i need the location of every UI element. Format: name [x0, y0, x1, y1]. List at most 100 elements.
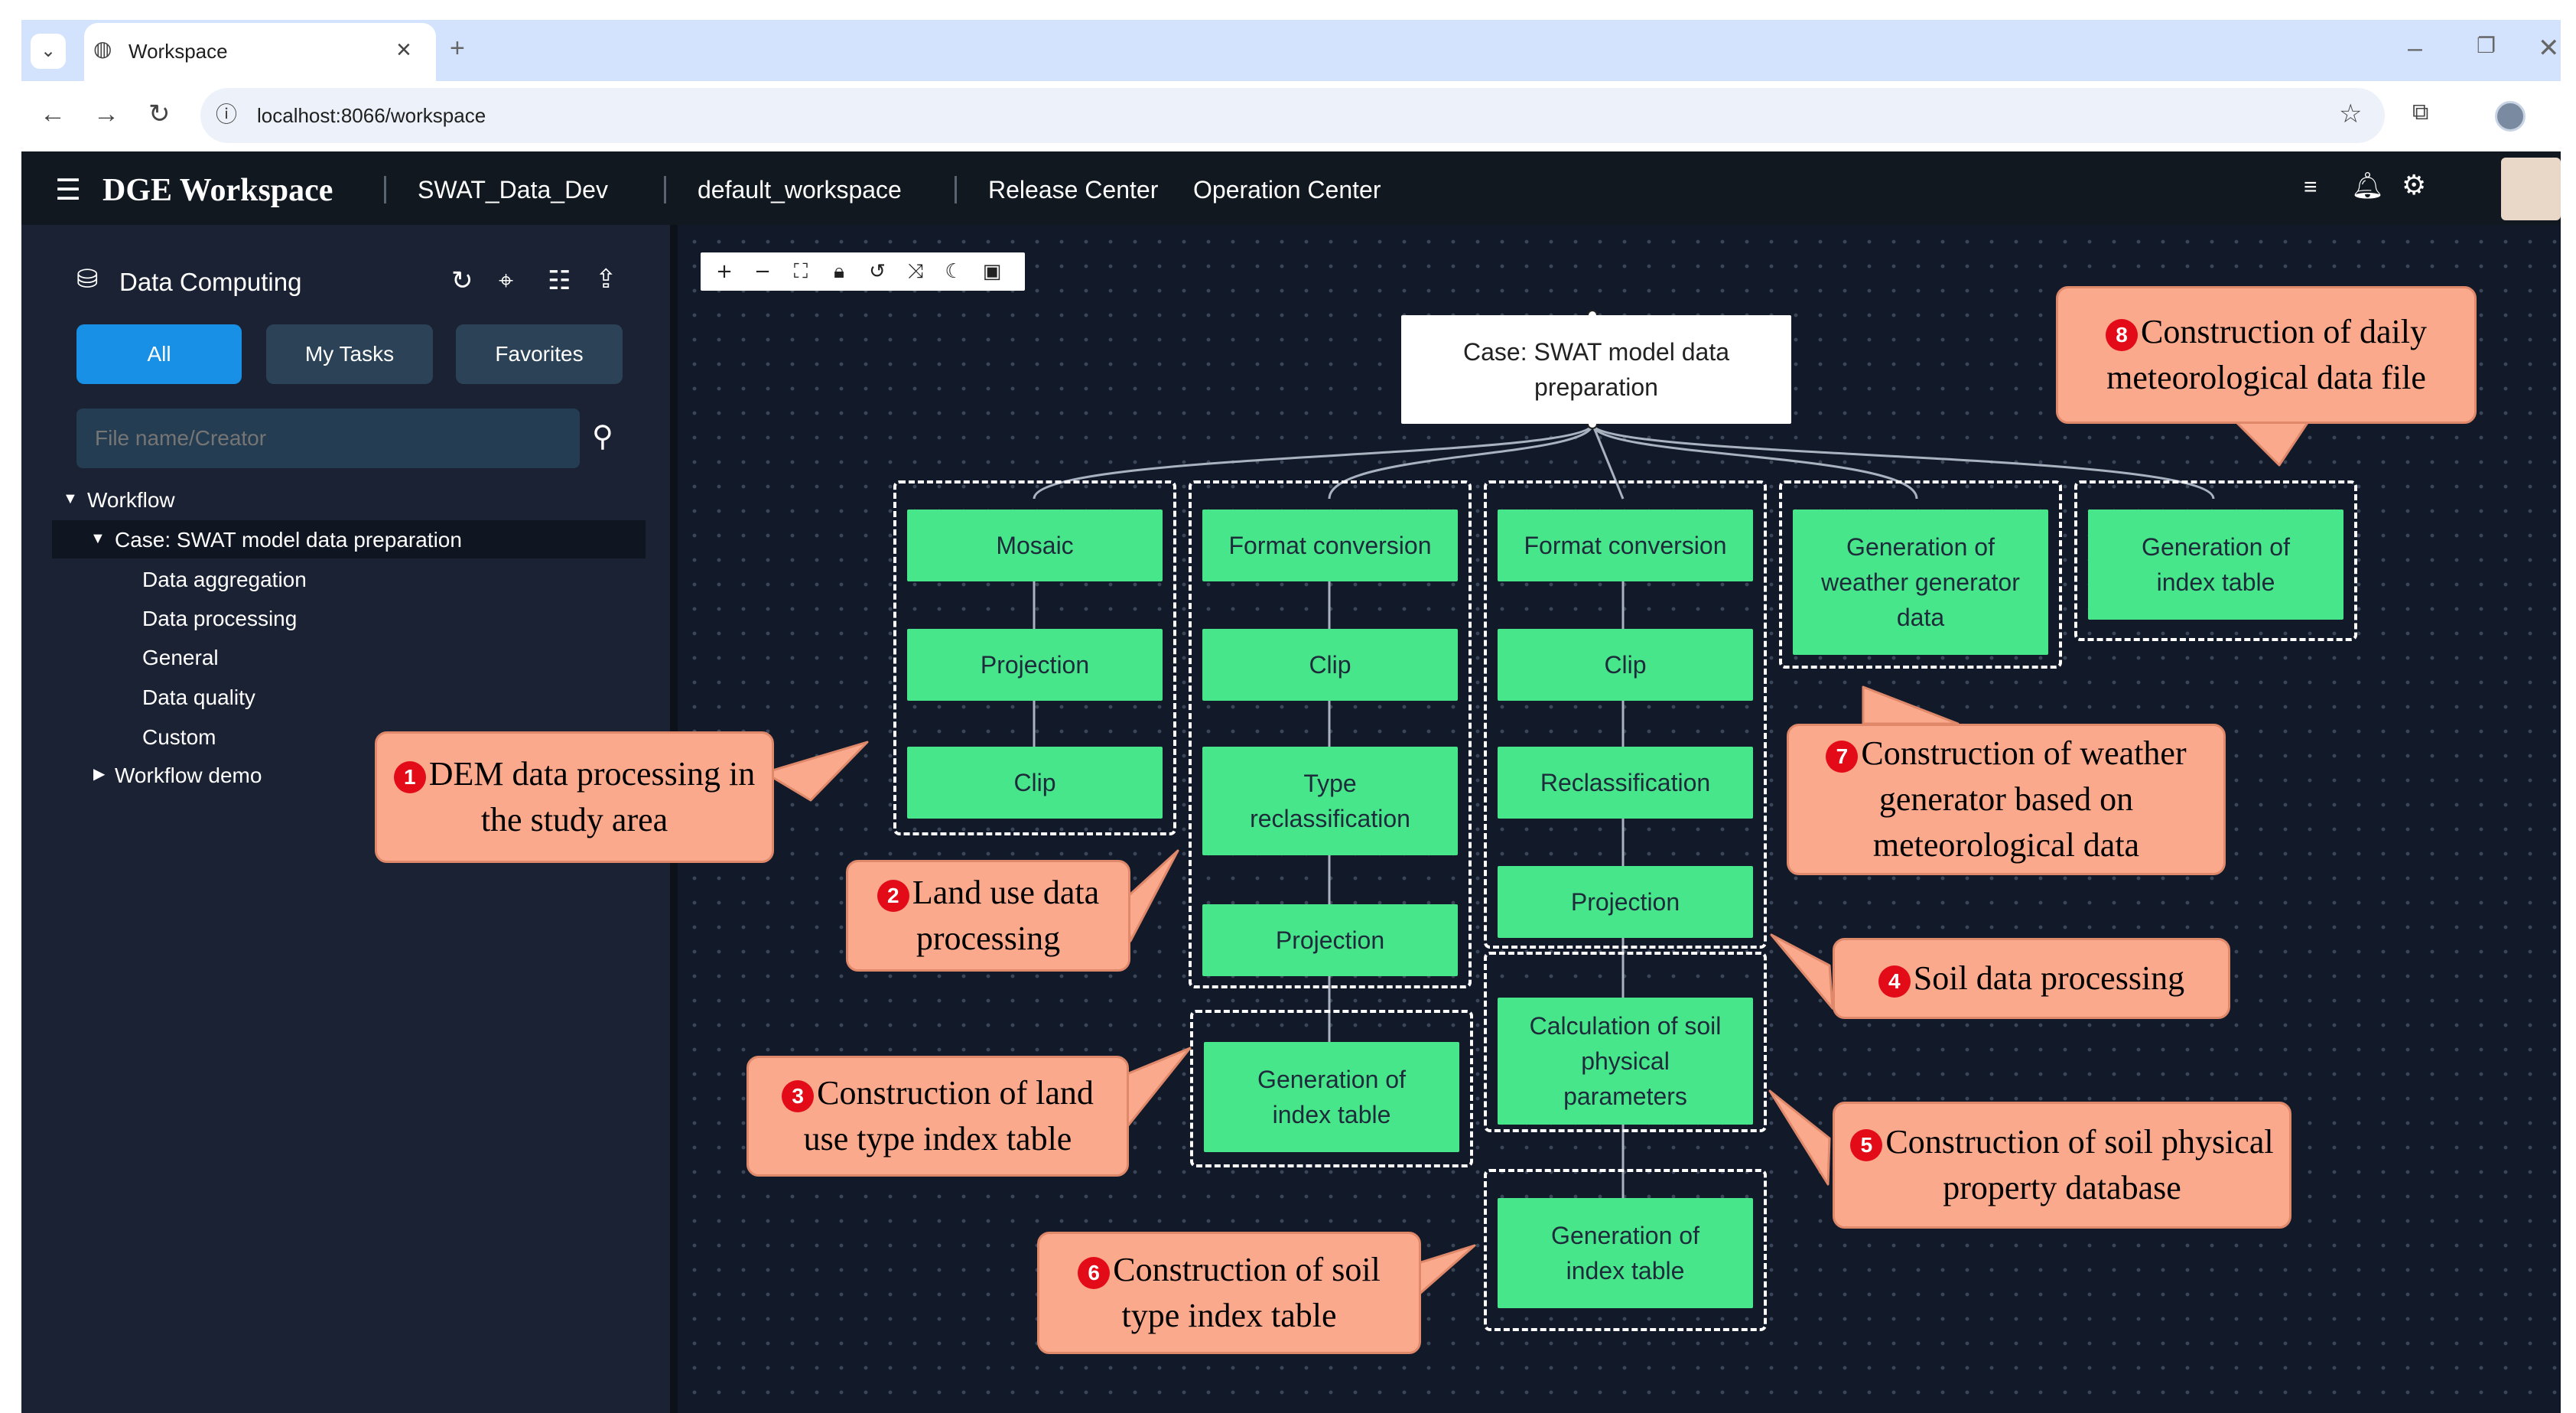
caret-down-icon[interactable]: ▼ — [90, 530, 106, 547]
search-icon[interactable]: ⚲ — [592, 421, 613, 453]
workflow-node[interactable]: Mosaic — [907, 510, 1163, 581]
fit-view-icon[interactable]: ⛶ — [793, 259, 808, 283]
zoom-in-icon[interactable]: + — [716, 260, 733, 283]
nav-release-center[interactable]: Release Center — [988, 176, 1159, 203]
search-input[interactable] — [76, 409, 580, 468]
workflow-node[interactable]: Generation of index table — [1204, 1042, 1459, 1152]
bookmark-star-icon[interactable]: ☆ — [2339, 99, 2363, 129]
callout-text: Construction of soil physical property d… — [1885, 1123, 2274, 1206]
group-soil-index — [1484, 1169, 1767, 1331]
gear-icon[interactable]: ⚙ — [2402, 169, 2427, 200]
tree-item-custom[interactable]: Custom — [142, 725, 216, 749]
zoom-out-icon[interactable]: − — [754, 260, 771, 283]
globe-icon: ◍ — [93, 37, 112, 60]
tree-item-general[interactable]: General — [142, 646, 219, 669]
reload-icon[interactable]: ↻ — [148, 99, 171, 129]
workspace-selector[interactable]: default_workspace — [698, 176, 902, 203]
new-tab-button[interactable]: + — [450, 34, 465, 63]
filter-favorites-button[interactable]: Favorites — [456, 324, 623, 384]
locate-icon[interactable]: ⌖ — [499, 266, 514, 295]
group-soil — [1484, 480, 1767, 949]
address-bar[interactable] — [200, 88, 2385, 143]
callout-text: Construction of daily meteorological dat… — [2106, 313, 2427, 396]
workflow-node[interactable]: Clip — [1202, 629, 1458, 701]
forward-icon[interactable]: → — [93, 99, 119, 129]
minimap-icon[interactable]: ▣ — [982, 260, 1002, 283]
database-icon: ⛁ — [76, 265, 99, 294]
hamburger-menu-icon[interactable]: ☰ — [55, 174, 82, 207]
workflow-node[interactable]: Projection — [1202, 904, 1458, 976]
tree-item-workflow[interactable]: Workflow — [87, 488, 175, 512]
tab-search-chevron-icon[interactable]: ⌄ — [31, 34, 66, 69]
callout-text: Soil data processing — [1913, 959, 2185, 997]
url-text[interactable]: localhost:8066/workspace — [257, 104, 486, 127]
workflow-node[interactable]: Projection — [1498, 866, 1753, 938]
workflow-node[interactable]: Reclassification — [1498, 747, 1753, 819]
group-daily-meteorology — [2074, 480, 2357, 641]
site-info-icon[interactable]: ⓘ — [216, 103, 238, 126]
bell-icon[interactable]: 🔔︎ — [2351, 171, 2385, 200]
callout-text: DEM data processing in the study area — [428, 755, 756, 838]
header-divider — [664, 176, 666, 203]
tree-item-data-quality[interactable]: Data quality — [142, 685, 255, 709]
window-close-icon[interactable]: ✕ — [2538, 34, 2560, 63]
tree-item-selected-bg — [52, 520, 646, 558]
lock-icon[interactable]: 🔒︎ — [834, 259, 844, 283]
filter-all-button[interactable]: All — [76, 324, 242, 384]
callout-badge: 2 — [877, 879, 909, 912]
tree-item-data-processing[interactable]: Data processing — [142, 607, 298, 630]
undo-icon[interactable]: ↺ — [869, 260, 886, 283]
workflow-node[interactable]: Generation of weather generator data — [1793, 510, 2048, 655]
workflow-node[interactable]: Format conversion — [1202, 510, 1458, 581]
shuffle-icon[interactable]: ⤨ — [907, 259, 924, 283]
filter-my-tasks-button[interactable]: My Tasks — [266, 324, 433, 384]
browser-tab[interactable] — [84, 23, 436, 81]
tab-title: Workspace — [128, 40, 228, 63]
tree-item-case[interactable]: Case: SWAT model data preparation — [115, 528, 462, 552]
callout-text: Land use data processing — [912, 874, 1100, 957]
callout-text: Construction of weather generator based … — [1861, 734, 2187, 864]
group-soil-physical — [1484, 952, 1767, 1132]
avatar[interactable] — [2501, 158, 2561, 220]
callout-badge: 6 — [1078, 1256, 1111, 1289]
list-icon[interactable]: ☷ — [548, 266, 571, 295]
workflow-node[interactable]: Generation of index table — [2088, 510, 2343, 620]
profile-avatar[interactable] — [2495, 101, 2526, 132]
header-divider — [384, 176, 386, 203]
tree-item-workflow-demo[interactable]: Workflow demo — [115, 763, 262, 787]
refresh-icon[interactable]: ↻ — [451, 266, 473, 295]
back-icon[interactable]: ← — [40, 99, 66, 129]
workflow-node[interactable]: Type reclassification — [1202, 747, 1458, 855]
upload-icon[interactable]: ⇪ — [595, 265, 617, 294]
group-land-use-index — [1190, 1010, 1473, 1167]
workflow-node[interactable]: Calculation of soil physical parameters — [1498, 998, 1753, 1125]
tree-item-data-aggregation[interactable]: Data aggregation — [142, 568, 307, 591]
caret-down-icon[interactable]: ▼ — [63, 490, 78, 507]
caret-right-icon[interactable]: ▶ — [93, 766, 106, 783]
theme-icon[interactable]: ☾ — [945, 260, 963, 283]
callout-badge: 3 — [782, 1079, 815, 1112]
workflow-root-node[interactable]: Case: SWAT model data preparation — [1401, 315, 1791, 424]
callout-badge: 1 — [393, 760, 426, 793]
minimize-icon[interactable]: – — [2408, 34, 2422, 63]
nav-operation-center[interactable]: Operation Center — [1193, 176, 1381, 203]
tab-close-icon[interactable]: × — [396, 35, 411, 64]
menu-list-icon[interactable]: ≡ — [2304, 174, 2317, 200]
workflow-node[interactable]: Clip — [1498, 629, 1753, 701]
workflow-node[interactable]: Projection — [907, 629, 1163, 701]
workflow-node[interactable]: Format conversion — [1498, 510, 1753, 581]
workflow-node[interactable]: Clip — [907, 747, 1163, 819]
sidebar-title: Data Computing — [119, 268, 302, 296]
group-dem — [893, 480, 1176, 835]
restore-icon[interactable]: ❐ — [2477, 34, 2496, 57]
project-selector[interactable]: SWAT_Data_Dev — [418, 176, 608, 203]
extensions-icon[interactable]: ⧉ — [2412, 99, 2429, 125]
workflow-node[interactable]: Generation of index table — [1498, 1198, 1753, 1308]
